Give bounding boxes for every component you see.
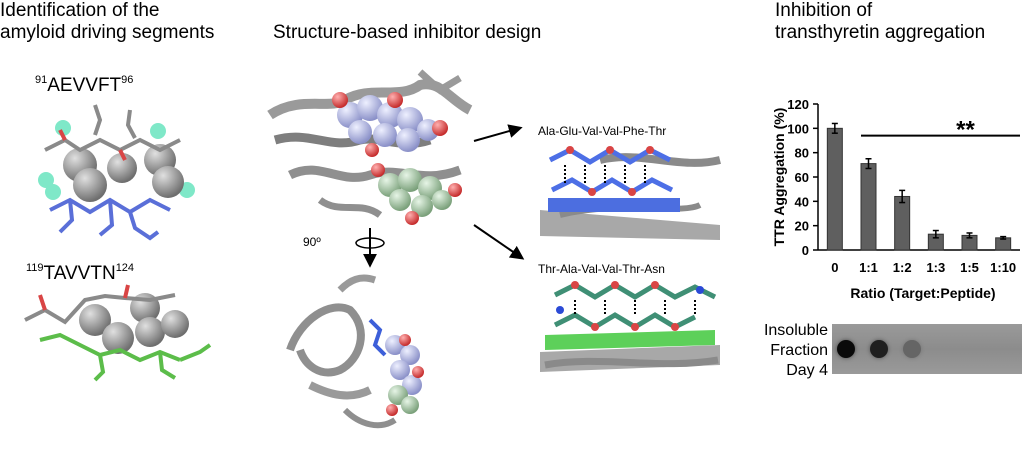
peptide-label-top: Ala-Glu-Val-Val-Phe-Thr xyxy=(538,124,667,138)
ttr-aggregation-chart: 0 20 40 60 80 100 120 0 1:1 1:2 1:3 1:5 1:10 ** TTR Ag… xyxy=(771,97,1020,301)
significance-annotation: ** xyxy=(956,117,975,144)
heading-inhibition-line2: transthyretin aggregation xyxy=(775,22,986,43)
x-tick-label: 1:5 xyxy=(960,260,979,275)
inhibitor-spacefill-bottom xyxy=(368,318,424,416)
heading-structure-design: Structure-based inhibitor design xyxy=(273,22,542,43)
blot-dot xyxy=(903,340,921,358)
rotation-arrow xyxy=(355,228,385,268)
y-tick-label: 100 xyxy=(787,121,809,136)
blot-dot xyxy=(870,340,888,358)
x-tick-label: 0 xyxy=(831,260,838,275)
x-tick-label: 1:2 xyxy=(893,260,912,275)
y-tick-label: 20 xyxy=(795,219,809,234)
y-tick-label: 120 xyxy=(787,97,809,112)
y-tick-label: 60 xyxy=(795,170,809,185)
protein-ribbon-bottom xyxy=(286,274,397,429)
segment2-stick-model xyxy=(24,284,212,382)
peptide-complex-top xyxy=(540,146,721,240)
x-axis-label: Ratio (Target:Peptide) xyxy=(850,285,995,301)
heading-identification-line2: amyloid driving segments xyxy=(0,22,215,43)
segment1-stick-model xyxy=(38,104,195,241)
y-axis-label: TTR Aggregation (%) xyxy=(771,108,787,247)
peptide-complex-bottom xyxy=(540,281,720,372)
peptide-label-bottom: Thr-Ala-Val-Val-Thr-Asn xyxy=(538,262,665,276)
x-tick-label: 1:3 xyxy=(926,260,945,275)
heading-inhibition-line1: Inhibition of xyxy=(775,0,873,21)
arrow-to-bottom-peptide xyxy=(473,224,525,260)
x-tick-label: 1:10 xyxy=(990,260,1016,275)
inhibitor-spacefill-top xyxy=(332,92,462,225)
blot-label-line3: Day 4 xyxy=(786,362,828,379)
blot-label: Insoluble Fraction Day 4 xyxy=(752,321,828,381)
bar xyxy=(894,195,911,251)
arrow-to-top-peptide xyxy=(473,124,523,142)
rotation-label: 90º xyxy=(303,235,321,249)
bar xyxy=(860,163,877,251)
blot-label-line2: Fraction xyxy=(770,342,828,359)
heading-identification-line1: Identification of the xyxy=(0,0,160,21)
y-tick-label: 40 xyxy=(795,194,809,209)
x-tick-label: 1:1 xyxy=(859,260,878,275)
segment-label-aevvft: 91AEVVFT96 xyxy=(35,74,134,96)
y-tick-label: 80 xyxy=(795,146,809,161)
y-tick-label: 0 xyxy=(802,243,809,258)
segment-label-tavvtn: 119TAVVTN124 xyxy=(26,262,135,284)
bar xyxy=(826,127,843,251)
blot-label-line1: Insoluble xyxy=(763,322,828,339)
dot-blot-strip xyxy=(832,324,1022,374)
blot-dot xyxy=(837,340,855,358)
